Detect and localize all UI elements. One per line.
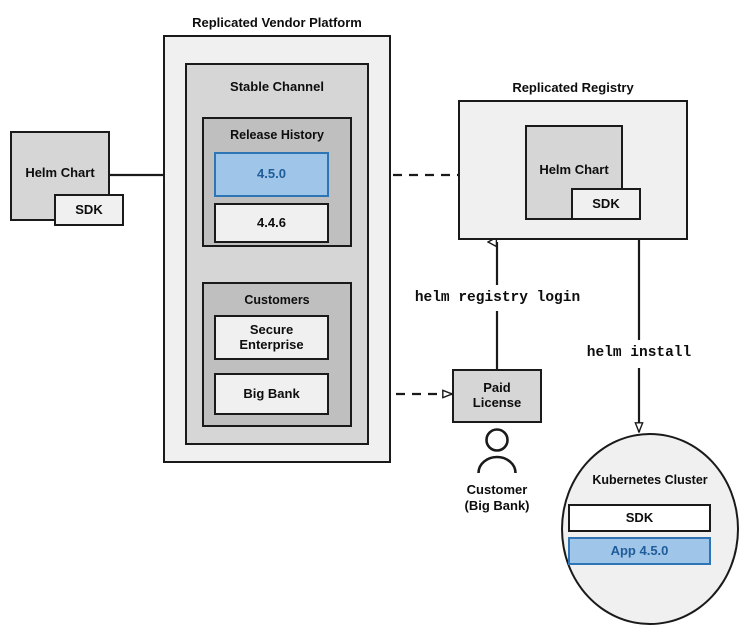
source-sdk-box: SDK: [54, 194, 124, 226]
registry-title: Replicated Registry: [512, 80, 634, 95]
release-item-4-4-6[interactable]: 4.4.6: [214, 203, 329, 243]
customer-actor-label: Customer (Big Bank): [432, 482, 562, 515]
release-history-label: Release History: [230, 128, 324, 142]
release-item-4-5-0-label: 4.5.0: [257, 166, 286, 182]
release-item-4-4-6-label: 4.4.6: [257, 214, 286, 230]
command-helm-install: helm install: [563, 343, 715, 363]
command-helm-registry-login: helm registry login: [395, 288, 600, 308]
customer-item-secure-enterprise-label: Secure Enterprise: [239, 321, 304, 352]
kubernetes-cluster-label: Kubernetes Cluster: [592, 473, 708, 487]
vendor-platform-title: Replicated Vendor Platform: [192, 15, 362, 30]
customer-item-big-bank-label: Big Bank: [243, 385, 300, 401]
customer-item-secure-enterprise[interactable]: Secure Enterprise: [214, 315, 329, 360]
source-helm-chart-label: Helm Chart: [25, 165, 95, 180]
customer-item-big-bank[interactable]: Big Bank: [214, 373, 329, 415]
paid-license-box: Paid License: [452, 369, 542, 423]
customer-person-icon: [472, 428, 522, 474]
customer-actor-line2: (Big Bank): [464, 498, 530, 514]
cluster-component-app-label: App 4.5.0: [610, 542, 669, 558]
customers-label: Customers: [244, 293, 310, 307]
paid-license-label: Paid License: [472, 380, 522, 410]
stable-channel-label: Stable Channel: [230, 79, 324, 94]
cluster-component-sdk: SDK: [568, 504, 711, 532]
cluster-component-app: App 4.5.0: [568, 537, 711, 565]
source-sdk-label: SDK: [75, 201, 103, 217]
registry-helm-chart-label: Helm Chart: [539, 162, 609, 177]
release-item-4-5-0[interactable]: 4.5.0: [214, 152, 329, 197]
registry-sdk-box: SDK: [571, 188, 641, 220]
cluster-component-sdk-label: SDK: [625, 509, 654, 525]
customer-actor-line1: Customer: [466, 482, 528, 497]
registry-sdk-label: SDK: [592, 195, 620, 211]
